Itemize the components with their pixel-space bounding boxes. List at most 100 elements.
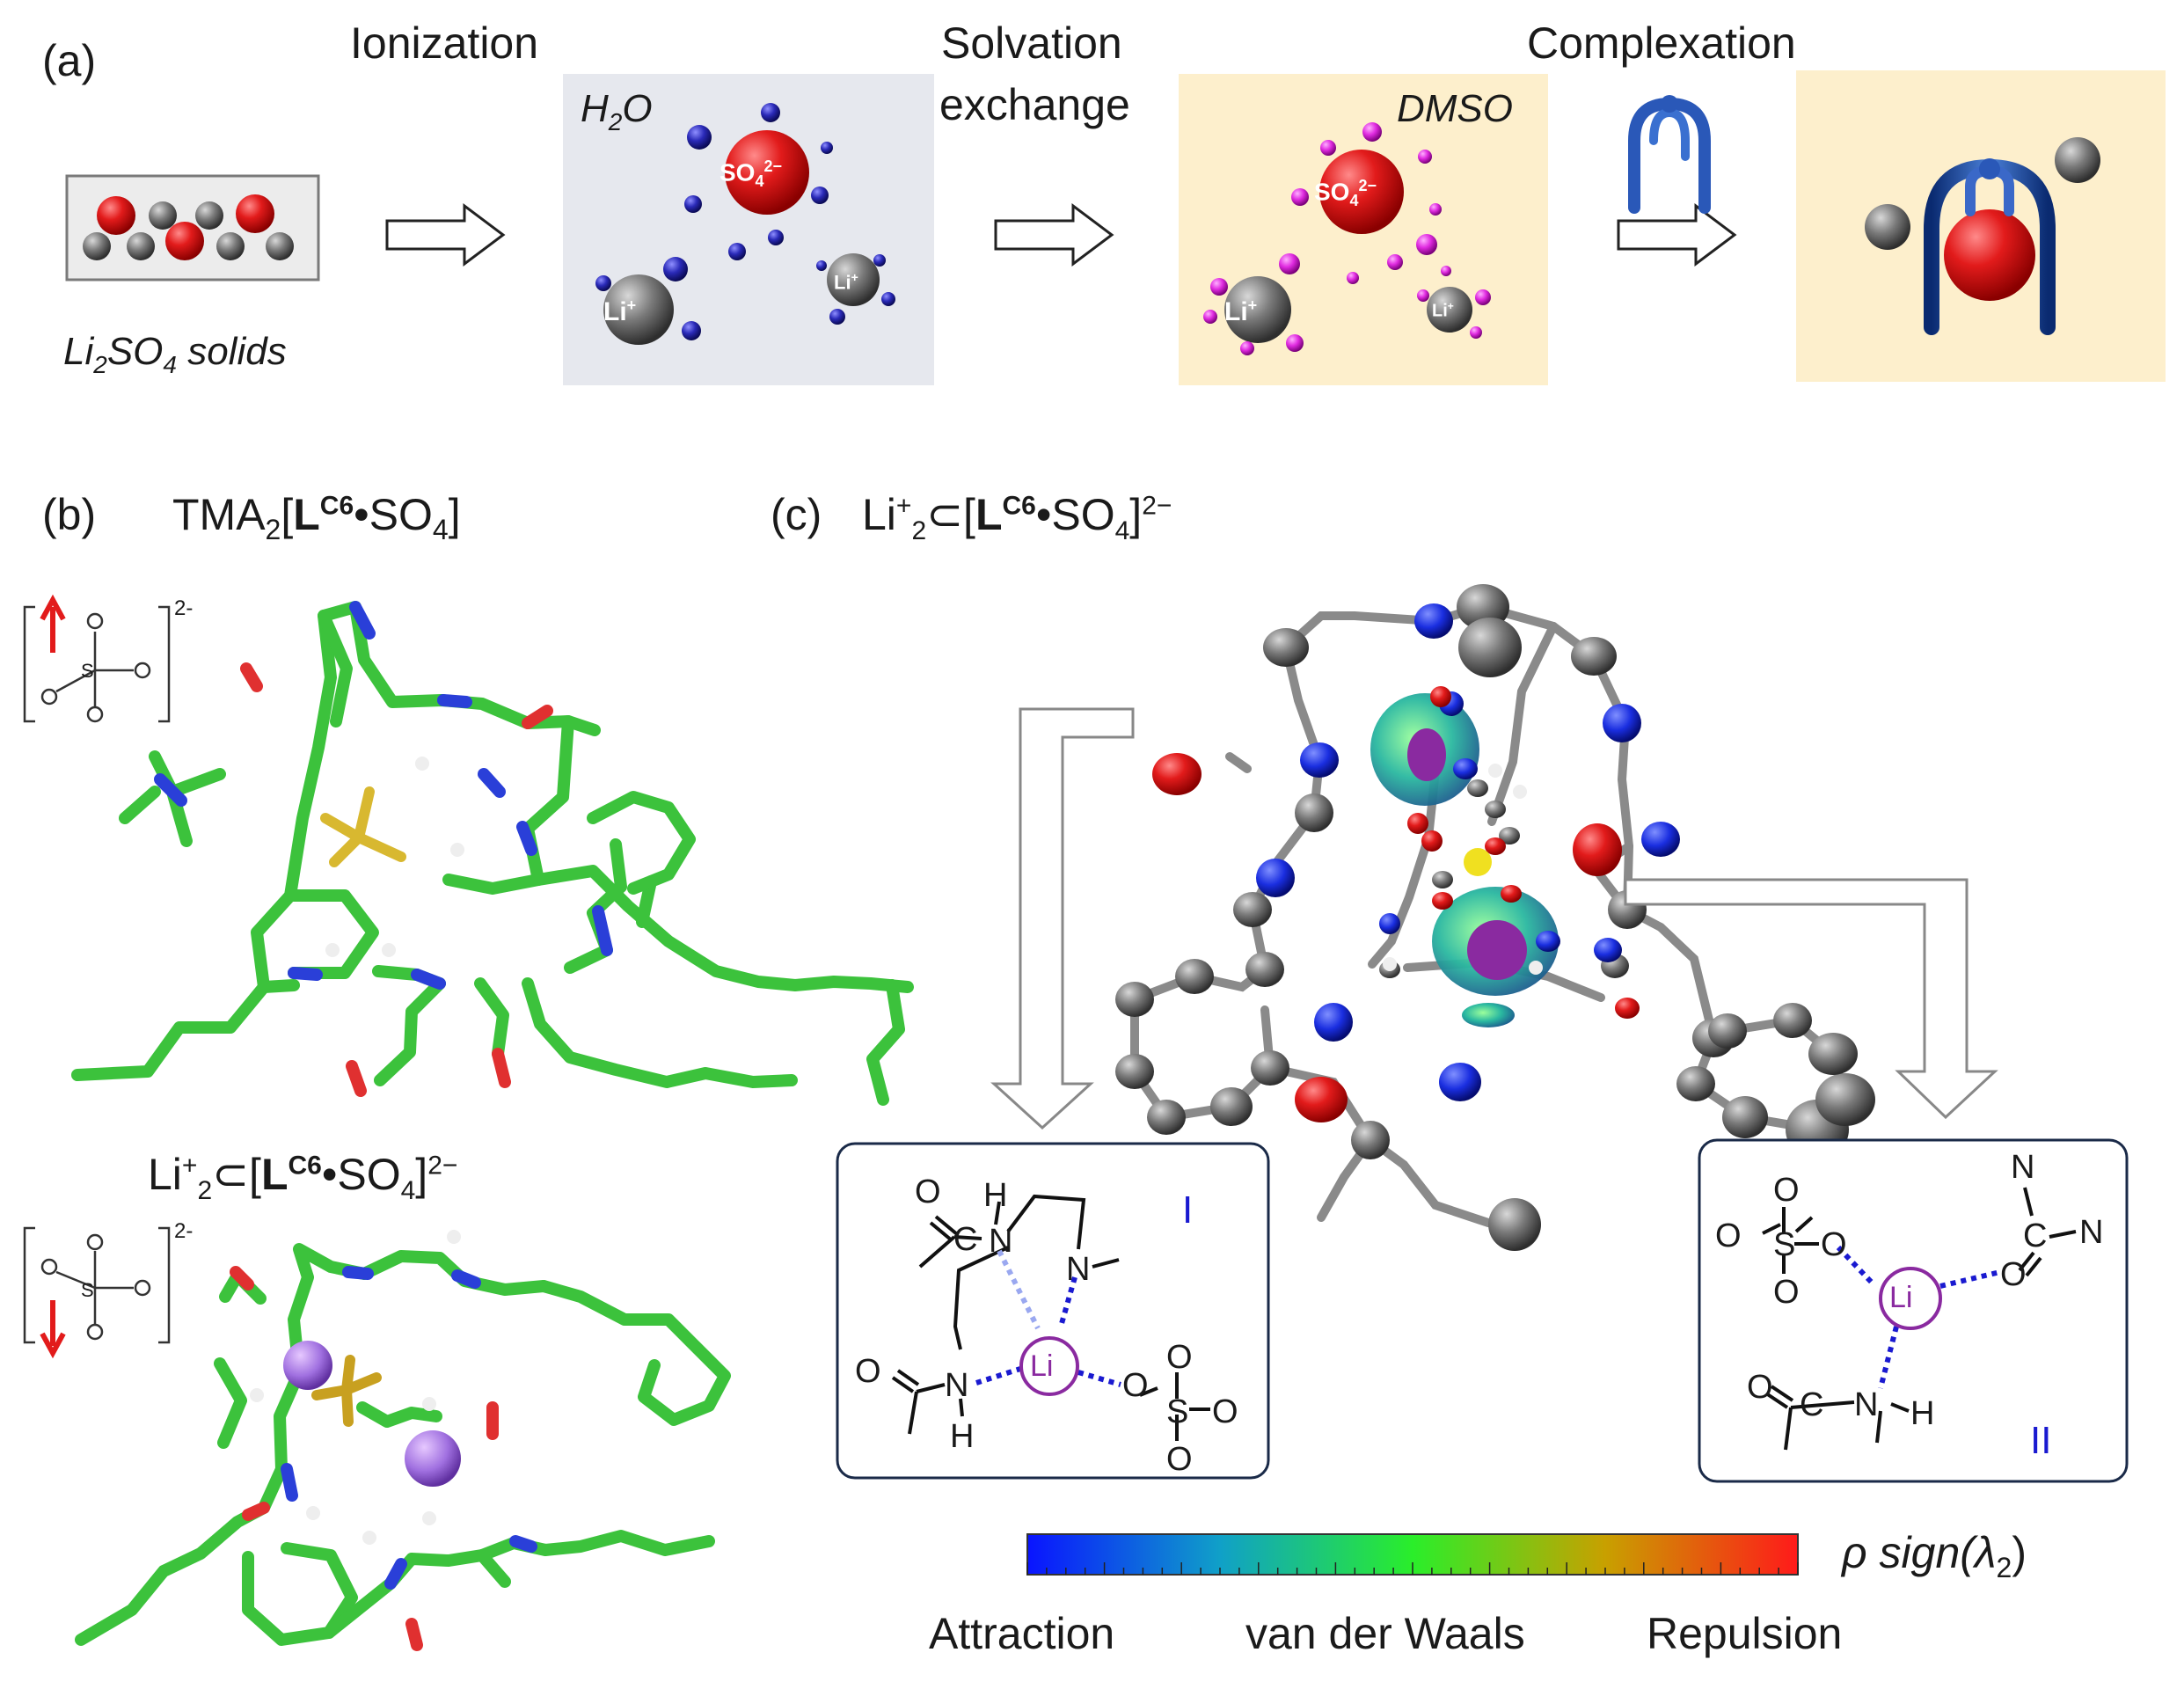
box-I-N3: N [945,1367,969,1404]
oxygen-atoms [1152,686,1640,1122]
box-II-roman: II [2030,1419,2052,1462]
sulfate-sticks-li [311,1355,382,1427]
sulfate-bracket-bottom [23,1226,171,1344]
label-repulsion: Repulsion [1647,1609,1843,1658]
hydrogen-atoms-li [250,1230,461,1545]
arrow-down-icon [40,1300,66,1359]
panel-c-title: Li+2⊂[LC6•SO4]2− [862,490,1172,545]
sulfate-label-water: SO42− [719,157,783,190]
li-circle-II [1879,1267,1942,1330]
box-I-H2: H [950,1418,975,1455]
arrow-complexation [1617,203,1737,267]
box-I-dotted-bonds [975,1249,1121,1387]
box-II-C2: C [1800,1386,1824,1423]
panel-b-top [23,594,914,1106]
box-I-H1: H [983,1177,1008,1214]
box-I-C1: C [953,1221,978,1258]
box-II-O4: O [1773,1274,1800,1311]
callout-arrow-right [1624,878,1998,1120]
li-circle-I [1019,1336,1079,1396]
arrow-up-icon [40,594,66,653]
panel-a-label: (a) [42,36,97,85]
water-ions [595,103,895,345]
box-II-dotted-bonds [1836,1245,2001,1389]
step-exchange: exchange [939,80,1130,129]
box-I [836,1142,1270,1480]
box-I-roman: I [1182,1188,1194,1232]
stick-model-tma [71,601,914,1106]
colorbar-ticks [1026,1562,1799,1575]
box-II-C: C [2023,1217,2048,1254]
sulfate-S-top: S [81,660,94,682]
box-I-O1: O [915,1174,941,1210]
box-I-O3: O [1122,1367,1149,1404]
box-II-O6: O [1747,1369,1773,1406]
step-ionization: Ionization [350,18,539,68]
box-I-O2: O [855,1353,881,1390]
li-label-dmso-1: Li+ [1224,296,1258,326]
stick-model-li [75,1243,731,1646]
sulfate-bracket-top [23,605,171,723]
box-II-N3: N [1854,1386,1879,1423]
arrow-solvation [994,203,1114,267]
sulfate-sticks [320,786,406,867]
li-ion-2 [405,1430,461,1487]
box-II-O5: O [2000,1256,2027,1293]
li-ion-1 [283,1341,332,1390]
panel-c-molecule [1115,584,1875,1251]
step-solvation: Solvation [941,18,1122,68]
panel-c-label: (c) [771,490,822,539]
box-II-S: S [1773,1226,1796,1263]
box-I-Li: Li [1030,1349,1054,1383]
box-II-O1: O [1715,1217,1742,1254]
sulfate-label-dmso: SO42− [1314,177,1377,209]
oxygen-sticks-li [230,1266,499,1651]
colorbar-label: ρ sign(λ2) [1842,1528,2027,1583]
box-II-O2: O [1773,1172,1800,1209]
box-II-O3: O [1821,1226,1847,1263]
solid-label: Li2SO4 solids [63,330,287,378]
sulfate-S-bottom: S [81,1279,94,1301]
box-I-O4: O [1166,1339,1193,1376]
nci-isosurface [1370,693,1559,1027]
panel-b-bottom-title: Li+2⊂[LC6•SO4]2− [148,1150,458,1205]
receptor-icon [1628,95,1711,214]
arrow-ionization [385,203,506,267]
panel-b-label: (b) [42,490,97,539]
complex-ions [1865,137,2100,335]
hydrogen-atoms-c [1383,764,1543,975]
label-vdw: van der Waals [1245,1609,1525,1658]
dmso-label: DMSO [1397,87,1513,130]
nitrogen-sticks-li [281,1266,537,1590]
box-I-S: S [1166,1393,1189,1430]
bracket-charge-top: 2- [174,596,194,620]
panel-b-title: TMA2[LC6•SO4] [172,490,461,545]
nitrogen-sticks [154,601,613,990]
box-II-N1: N [2011,1149,2035,1186]
callout-arrow-left [990,707,1135,1130]
li-label-dmso-2: Li+ [1432,300,1454,321]
box-I-O6: O [1166,1441,1193,1478]
bracket-charge-bottom: 2- [174,1219,194,1243]
box-I-structure [891,1194,1210,1441]
li-label-water-1: Li+ [603,296,637,326]
water-label: H2O [581,87,653,135]
box-II-N2: N [2079,1214,2104,1251]
hydrogen-atoms [325,757,464,957]
panel-a [65,70,2166,385]
panel-b-bottom [23,1226,731,1651]
box-II-H: H [1910,1395,1935,1432]
box-I-N2: N [1066,1251,1091,1288]
box-II-Li: Li [1889,1281,1913,1314]
box-I-O5: O [1212,1393,1238,1430]
sulfur-atom [1464,848,1492,876]
dmso-ions [1203,122,1491,355]
solid-lattice [83,194,294,260]
box-II-structure [1762,1187,2077,1451]
li-label-water-2: Li+ [834,270,858,294]
box-I-N1: N [989,1223,1013,1260]
label-attraction: Attraction [929,1609,1115,1658]
step-complexation: Complexation [1527,18,1796,68]
carbon-atoms [1115,584,1875,1251]
